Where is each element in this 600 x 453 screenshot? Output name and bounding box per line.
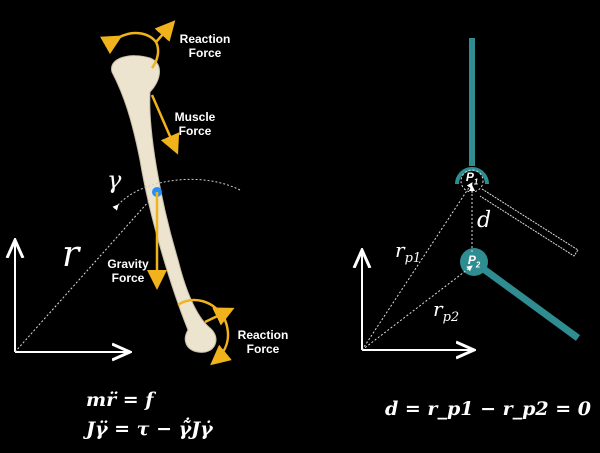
equation-translational: mr̈ = f bbox=[86, 389, 154, 411]
p1-label: P1 bbox=[465, 170, 479, 187]
p2-label: P2 bbox=[467, 253, 481, 270]
rp2-vector bbox=[361, 265, 473, 351]
rp2-label: rp2 bbox=[433, 297, 460, 325]
rp1-vector bbox=[361, 182, 473, 351]
lower-link bbox=[471, 259, 581, 341]
constraint-equation: d = r_p1 − r_p2 = 0 bbox=[385, 398, 591, 420]
force-arrows bbox=[100, 20, 235, 366]
gamma-label: γ bbox=[107, 166, 122, 194]
rp1-label: rp1 bbox=[395, 238, 422, 266]
left-axes bbox=[15, 242, 128, 352]
r-label: r bbox=[62, 234, 80, 275]
gamma-arc bbox=[112, 178, 241, 211]
bone-humerus bbox=[111, 55, 217, 353]
d-label: d bbox=[477, 208, 492, 233]
joint-socket-arc bbox=[455, 167, 489, 185]
equation-rotational: Jγ̈ = τ − γ̃̇Jγ̇ bbox=[86, 418, 213, 440]
right-axes bbox=[362, 252, 472, 350]
ghost-link bbox=[479, 188, 579, 257]
